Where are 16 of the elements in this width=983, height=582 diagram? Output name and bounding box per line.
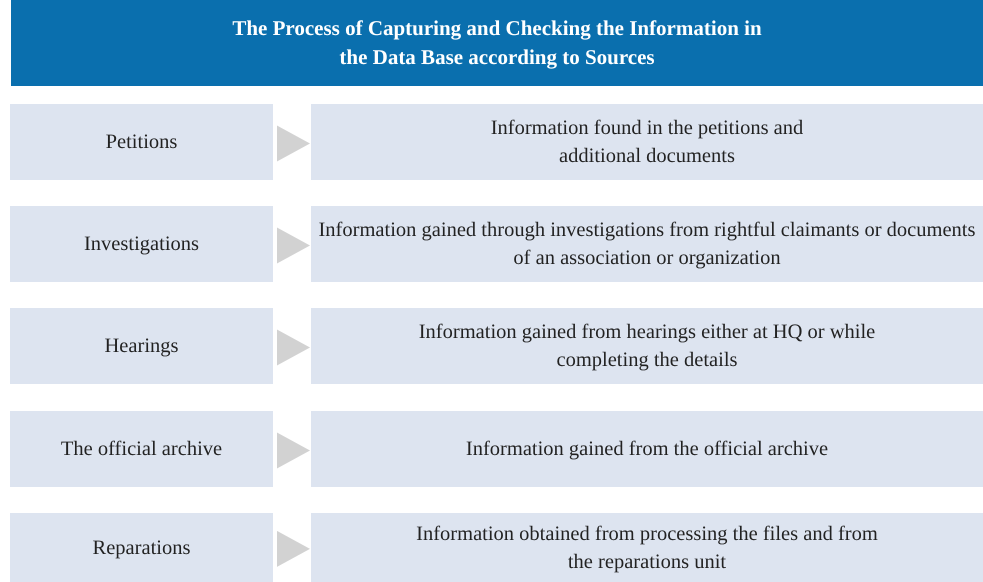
- source-box: Reparations: [10, 513, 273, 582]
- information-box: Information gained through investigations from rightful claimants or documents of an association or organization: [311, 206, 983, 282]
- information-box: Information found in the petitions and additional documents: [311, 104, 983, 180]
- source-box: The official archive: [10, 411, 273, 487]
- title-banner: The Process of Capturing and Checking the Information in the Data Base according to Sources: [11, 0, 983, 86]
- arrow: [277, 530, 310, 567]
- arrow: [277, 126, 310, 162]
- information-box: Information obtained from processing the files and from the reparations unit: [311, 513, 983, 582]
- source-box: Hearings: [10, 308, 273, 384]
- arrow: [277, 228, 310, 264]
- arrow: [277, 330, 310, 366]
- source-box: Petitions: [10, 104, 273, 180]
- information-box: Information gained from hearings either at HQ or while completing the details: [311, 308, 983, 384]
- information-box: Information gained from the official archive: [311, 411, 983, 487]
- source-box: Investigations: [10, 206, 273, 282]
- arrow: [277, 432, 310, 469]
